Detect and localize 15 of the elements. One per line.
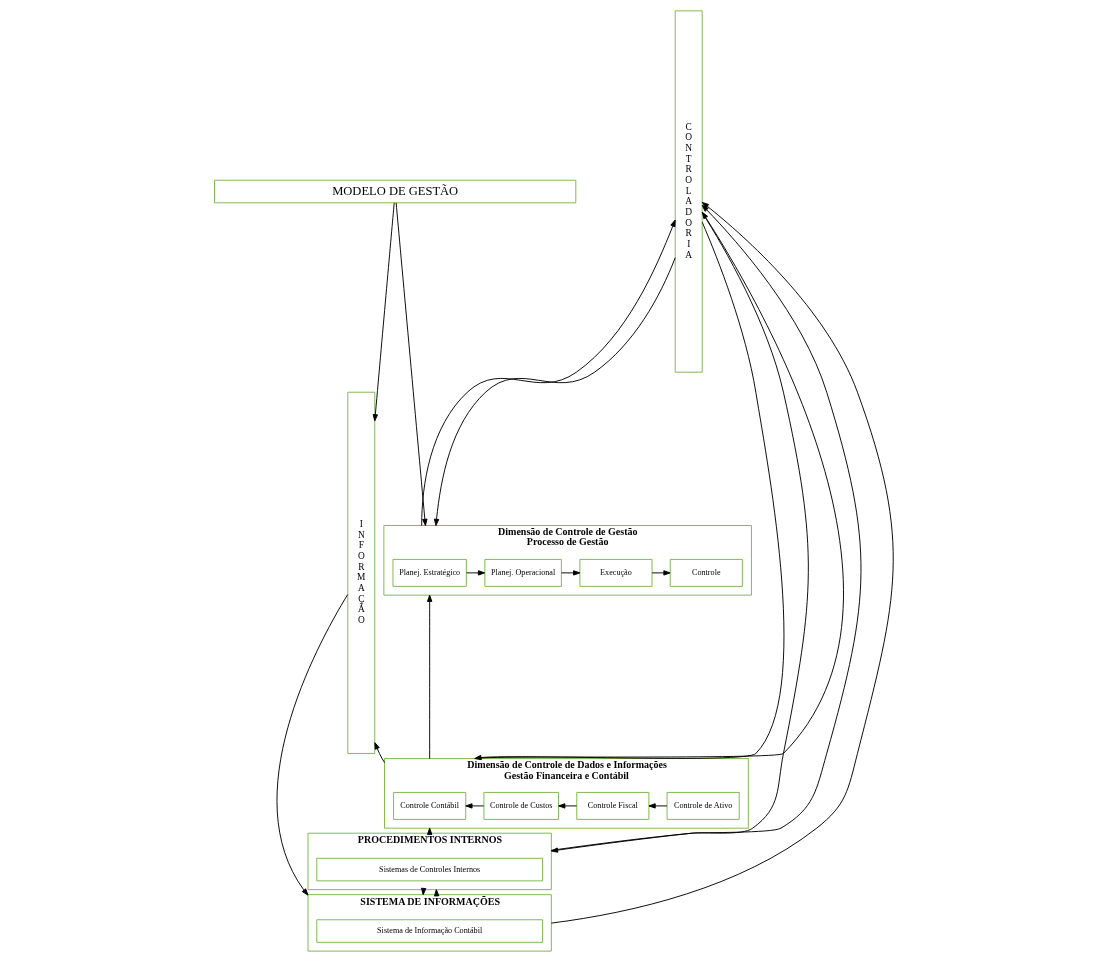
node-box: MODELO DE GESTÃO — [214, 179, 577, 204]
arrow — [651, 570, 671, 576]
arrow — [648, 803, 668, 809]
arrow — [466, 570, 486, 576]
arrow — [427, 594, 433, 759]
arrow — [395, 202, 428, 526]
arrow — [374, 742, 385, 764]
arrow — [465, 803, 485, 809]
arrow — [372, 202, 395, 422]
node-box: CONTROLADORIA — [674, 10, 703, 373]
arrow — [561, 570, 581, 576]
arrow — [421, 219, 676, 526]
arrow — [276, 594, 349, 896]
arrow — [433, 257, 676, 526]
arrow — [558, 803, 578, 809]
